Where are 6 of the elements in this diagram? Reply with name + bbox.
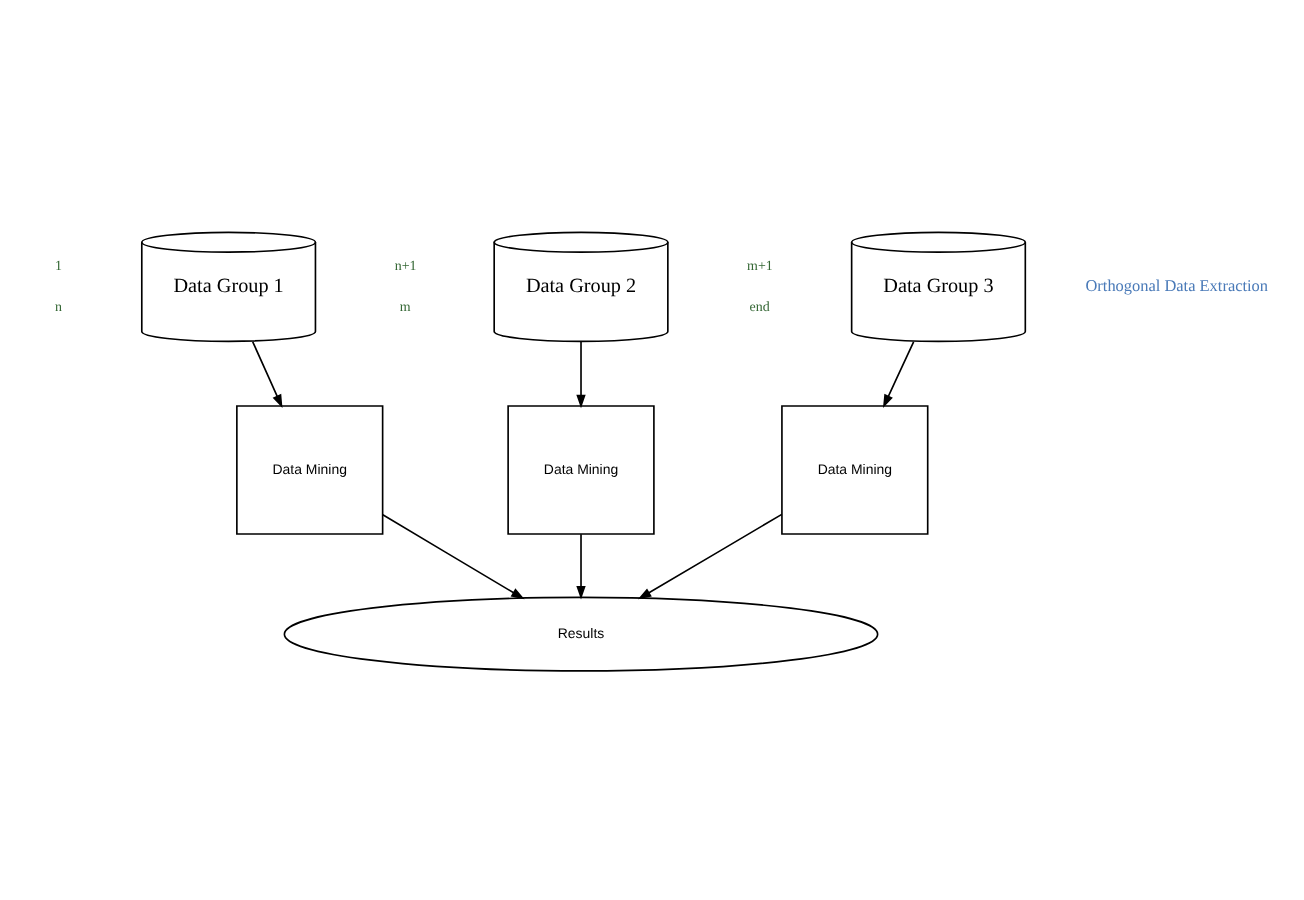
arrow — [381, 513, 525, 599]
arrow — [576, 532, 586, 599]
arrow — [251, 340, 283, 407]
arrow — [637, 512, 783, 599]
arrow — [882, 340, 915, 407]
arrow — [576, 340, 586, 408]
